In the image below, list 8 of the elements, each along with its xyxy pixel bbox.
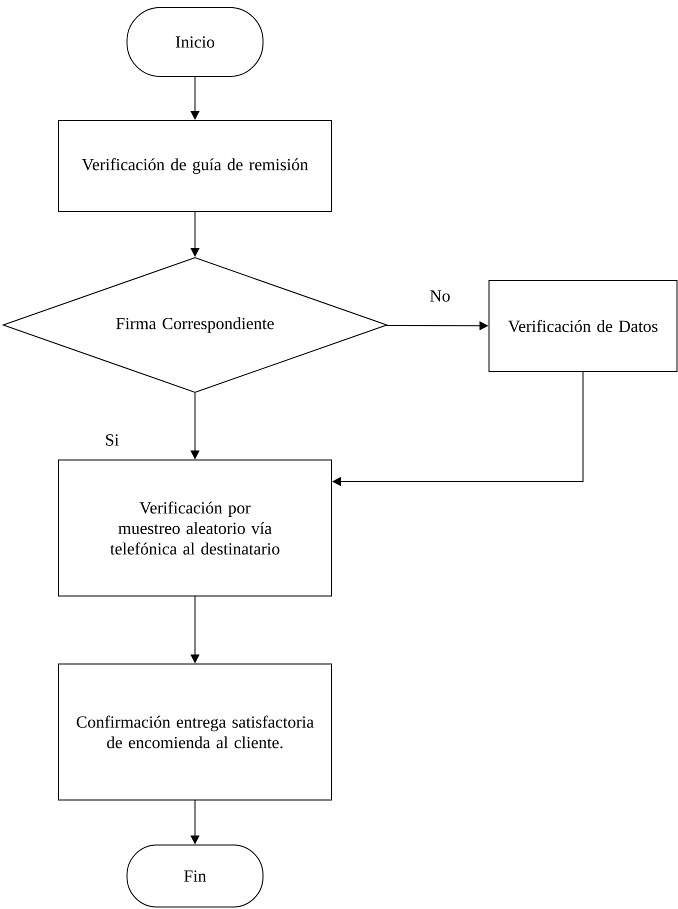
process-box: Verificación por muestreo aleatorio vía telefónica al destinatario bbox=[58, 460, 332, 596]
end-terminal: Fin bbox=[126, 844, 264, 908]
process-box: Verificación de Datos bbox=[488, 280, 678, 372]
edge-label: No bbox=[428, 289, 452, 303]
process-box: Verificación de guía de remisión bbox=[58, 120, 332, 212]
process-box: Confirmación entrega satisfactoria de encomienda al cliente. bbox=[58, 664, 332, 800]
edge-label: Si bbox=[104, 433, 120, 447]
start-terminal: Inicio bbox=[126, 7, 264, 77]
